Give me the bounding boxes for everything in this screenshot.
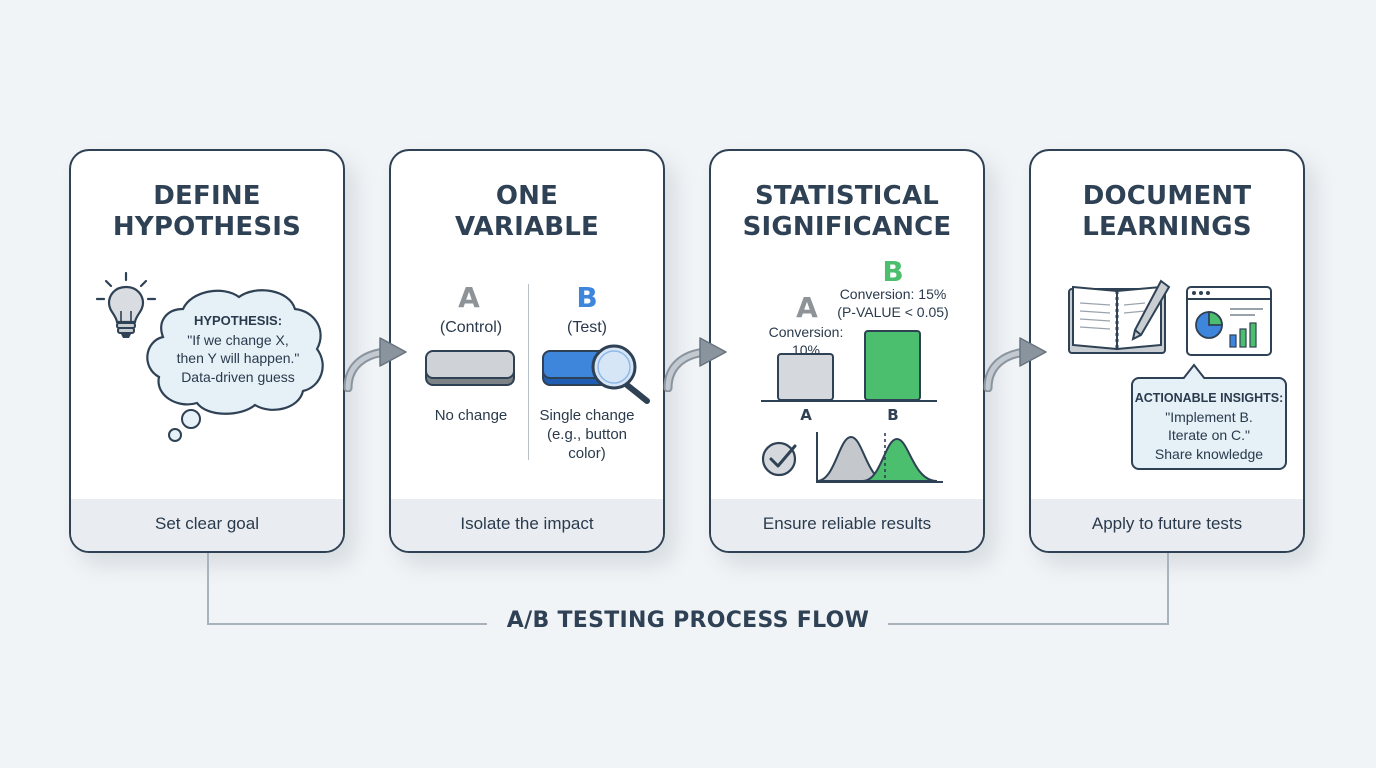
flow-bracket-left-horizontal — [207, 623, 487, 625]
insights-heading: ACTIONABLE INSIGHTS: — [1134, 391, 1284, 405]
insights-callout — [1131, 377, 1287, 470]
control-label: (Control) — [439, 319, 503, 336]
thought-bubble — [146, 289, 324, 442]
card-title: DEFINE HYPOTHESIS — [112, 181, 302, 242]
checkmark-icon — [761, 441, 797, 477]
bar-a — [777, 353, 834, 401]
hypothesis-bubble-text: HYPOTHESIS: "If we change X, then Y will… — [153, 312, 323, 386]
card-define-hypothesis: DEFINE HYPOTHESIS HYPOTHESIS: "If we cha… — [69, 149, 345, 553]
card-one-variable: ONE VARIABLE A (Control) No change B (Te… — [389, 149, 665, 553]
distribution-curves-icon — [816, 432, 943, 483]
conversion-bar-chart — [761, 330, 937, 402]
axis-label-b: B — [887, 406, 899, 424]
card-footer: Apply to future tests — [1031, 499, 1303, 551]
bar-b-label: Conversion: 15% (P-VALUE < 0.05) — [837, 286, 949, 320]
bar-b — [864, 330, 921, 401]
card-title: STATISTICAL SIGNIFICANCE — [742, 181, 952, 242]
test-letter: B — [576, 281, 598, 314]
flow-title: A/B TESTING PROCESS FLOW — [506, 608, 870, 633]
callout-pointer — [1182, 363, 1206, 379]
card-title: DOCUMENT LEARNINGS — [1082, 181, 1252, 242]
card-footer: Ensure reliable results — [711, 499, 983, 551]
control-button-icon — [425, 350, 515, 386]
flow-bracket-right-horizontal — [888, 623, 1169, 625]
arrow-1-to-2-icon — [343, 337, 407, 392]
arrow-3-to-4-icon — [983, 337, 1047, 392]
card-footer: Set clear goal — [71, 499, 343, 551]
arrow-2-to-3-icon — [663, 337, 727, 392]
card-footer: Isolate the impact — [391, 499, 663, 551]
flow-bracket-left-vertical — [207, 553, 209, 625]
card-statistical-significance: STATISTICAL SIGNIFICANCE A Conversion: 1… — [709, 149, 985, 553]
card-title: ONE VARIABLE — [454, 181, 600, 242]
test-desc: Single change (e.g., button color) — [539, 407, 635, 462]
test-label: (Test) — [567, 319, 607, 336]
bar-b-letter: B — [882, 255, 904, 288]
control-letter: A — [458, 281, 480, 314]
bar-a-letter: A — [796, 291, 818, 324]
lightbulb-icon — [95, 271, 157, 338]
dashboard-chart-icon — [1186, 286, 1272, 356]
flow-bracket-right-vertical — [1167, 553, 1169, 625]
card-document-learnings: DOCUMENT LEARNINGS ACTIONABLE INSIGHTS: … — [1029, 149, 1305, 553]
notebook-pen-icon — [1068, 279, 1171, 354]
divider — [528, 284, 529, 460]
hypothesis-heading: HYPOTHESIS: — [193, 313, 283, 328]
axis-label-a: A — [800, 406, 812, 424]
insights-text: ACTIONABLE INSIGHTS: "Implement B. Itera… — [1131, 389, 1287, 463]
magnifier-button-icon — [542, 344, 650, 404]
control-desc: No change — [434, 407, 508, 424]
